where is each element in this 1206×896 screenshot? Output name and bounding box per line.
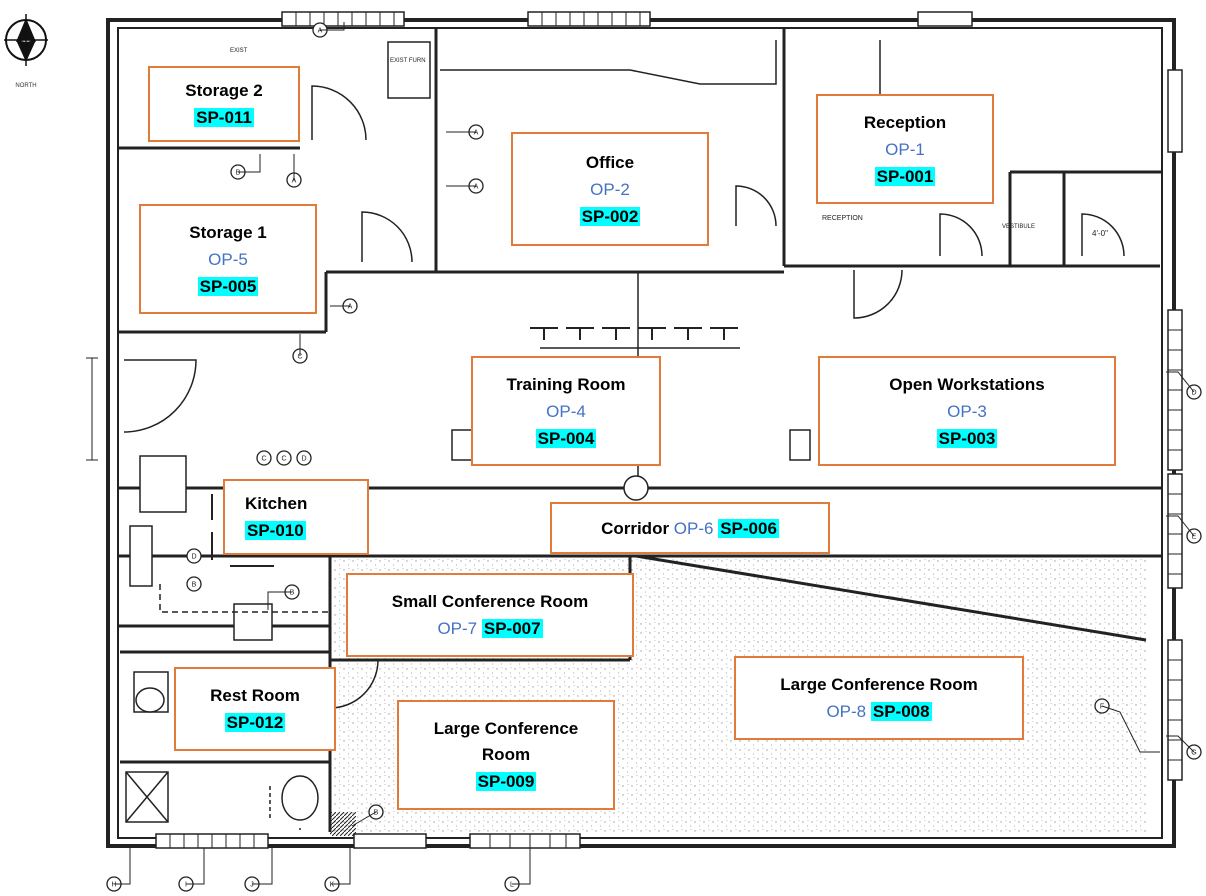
room-sp-code: SP-002: [579, 206, 641, 226]
workstation-row: [530, 327, 740, 349]
exist-plan-text: EXIST: [230, 48, 248, 54]
room-sp-code: SP-004: [535, 428, 597, 448]
room-op-code: OP-2: [590, 179, 630, 199]
room-sp-code: SP-011: [194, 108, 254, 127]
door-swings: [123, 85, 1125, 709]
room-sp-code: SP-001: [874, 166, 936, 186]
keynote-tag-letter: A: [292, 178, 297, 185]
exist-furn-plan-text: EXIST FURN: [390, 58, 426, 64]
room-label-corridor: Corridor OP-6 SP-006: [550, 502, 830, 554]
room-label-rest-room: Rest Room SP-012: [174, 667, 336, 751]
keynote-tag-letter: C: [297, 354, 302, 361]
room-name: Kitchen: [245, 494, 308, 513]
keynote-tag-letter: A: [474, 184, 479, 191]
room-op-code: OP-3: [947, 401, 987, 421]
room-sp-code: SP-005: [197, 276, 259, 296]
room-sp-code: SP-007: [481, 619, 543, 638]
room-op-code: OP-7: [437, 619, 478, 638]
keynote-tag-letter: K: [330, 882, 335, 889]
exterior-walls: [106, 18, 1176, 848]
keynote-tag-letter: C: [281, 456, 286, 463]
room-name: Storage 2: [185, 81, 263, 100]
north-arrow-icon: NORTH: [4, 14, 48, 89]
room-sp-code: SP-003: [936, 428, 998, 448]
keynote-tag-letter: I: [185, 882, 187, 889]
keynote-tag-letter: E: [1192, 534, 1197, 541]
room-name: Reception: [863, 112, 947, 132]
room-label-storage-1: Storage 1 OP-5 SP-005: [139, 204, 317, 314]
hatched-column: [330, 812, 356, 836]
room-op-code: OP-6: [673, 518, 714, 538]
room-label-kitchen: Kitchen SP-010: [223, 479, 369, 555]
room-label-office: Office OP-2 SP-002: [511, 132, 709, 246]
keynote-tag-letter: A: [318, 28, 323, 35]
keynote-tag-letter: B: [290, 590, 295, 597]
room-op-code: OP-5: [208, 249, 248, 269]
keynote-tag-letter: H: [111, 882, 116, 889]
room-label-large-conference-room-8: Large Conference Room OP-8 SP-008: [734, 656, 1024, 740]
keynote-tag-letter: J: [250, 882, 254, 889]
room-label-training-room: Training Room OP-4 SP-004: [471, 356, 661, 466]
room-name: Large Conference Room: [780, 675, 978, 694]
room-label-storage-2: Storage 2 SP-011: [148, 66, 300, 142]
room-sp-code: SP-009: [475, 771, 537, 791]
room-op-code: OP-8: [826, 702, 867, 721]
keynote-tag-letter: G: [1191, 750, 1196, 757]
room-name: Open Workstations: [889, 374, 1045, 394]
room-op-code: OP-1: [885, 139, 925, 159]
keynote-tag-letter: D: [301, 456, 306, 463]
keynote-tag-letter: B: [192, 582, 197, 589]
room-sp-code: SP-006: [718, 518, 779, 538]
door-dim-plan-text: 4'-0": [1092, 229, 1108, 238]
fixtures: [125, 41, 811, 823]
room-name: Large Conference Room: [433, 718, 579, 764]
keynote-tag-letter: C: [261, 456, 266, 463]
keynote-tag-letter: B: [236, 170, 241, 177]
room-label-open-workstations: Open Workstations OP-3 SP-003: [818, 356, 1116, 466]
keynote-tag-letter: L: [510, 882, 514, 889]
room-op-code: OP-4: [546, 401, 586, 421]
keynote-tag-letter: D: [1191, 390, 1196, 397]
room-name: Rest Room: [210, 686, 300, 705]
room-label-reception: Reception OP-1 SP-001: [816, 94, 994, 204]
room-sp-code: SP-012: [224, 713, 286, 732]
room-sp-code: SP-010: [245, 521, 306, 540]
vestibule-plan-text: VESTIBULE: [1002, 224, 1035, 230]
room-name: Training Room: [506, 374, 626, 394]
reception-plan-text: RECEPTION: [822, 215, 863, 222]
room-name: Storage 1: [189, 222, 267, 242]
keynote-tag-letter: F: [1100, 704, 1104, 711]
room-sp-code: SP-008: [870, 702, 932, 721]
keynote-tag-letter: B: [374, 810, 379, 817]
keynote-tag-letter: A: [348, 304, 353, 311]
keynote-tag-letter: A: [474, 130, 479, 137]
room-name: Small Conference Room: [391, 592, 589, 611]
room-label-large-conference-room-9: Large Conference Room SP-009: [397, 700, 615, 810]
keynote-tag-letter: D: [191, 554, 196, 561]
room-label-small-conference-room: Small Conference Room OP-7 SP-007: [346, 573, 634, 657]
north-label: NORTH: [15, 83, 36, 89]
room-name: Office: [585, 152, 635, 172]
room-name: Corridor: [601, 518, 670, 538]
